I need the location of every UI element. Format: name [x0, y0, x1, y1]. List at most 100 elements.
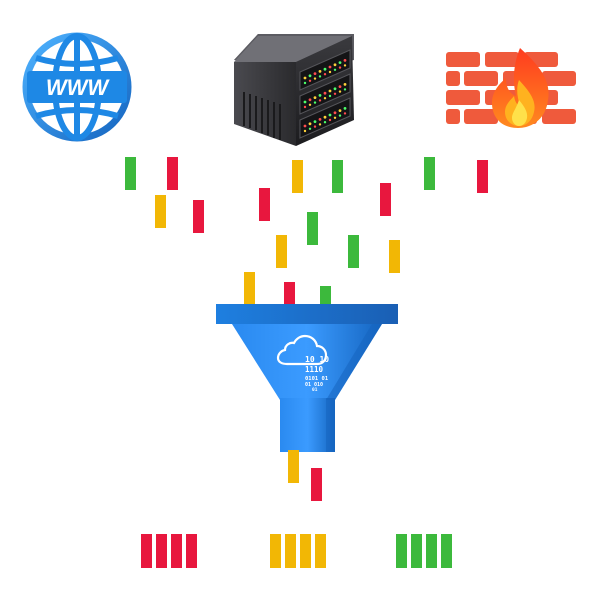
server-led — [323, 73, 327, 76]
server-led — [328, 94, 332, 98]
server-led — [318, 94, 322, 97]
server-led — [318, 75, 322, 78]
globe-www-label: WWW — [46, 75, 111, 100]
data-packet-red — [284, 282, 295, 315]
sorted-packet-green — [411, 534, 422, 568]
server-led — [308, 103, 312, 107]
server-led — [303, 129, 307, 133]
server-led — [328, 65, 332, 69]
server-led — [333, 63, 337, 67]
data-packet-green — [307, 212, 318, 245]
server-led — [338, 85, 342, 88]
server-led — [318, 123, 322, 126]
server-led — [313, 77, 317, 80]
server-led — [313, 96, 317, 99]
data-packet-yellow — [276, 235, 287, 268]
sorted-packet-green — [396, 534, 407, 568]
server-led — [303, 124, 307, 128]
server-led — [323, 67, 327, 71]
server-led — [343, 88, 347, 91]
cloud-icon — [276, 334, 328, 366]
server-led — [303, 100, 307, 104]
server-led — [333, 111, 337, 115]
server-led — [333, 87, 337, 91]
sorted-packet-red — [141, 534, 152, 568]
sorted-packet-yellow — [315, 534, 326, 568]
brick — [446, 90, 480, 105]
server-led — [313, 120, 317, 123]
server-led — [333, 116, 337, 120]
data-packet-red — [477, 160, 488, 193]
data-packet-red — [167, 157, 178, 190]
globe-www-icon: WWW — [22, 32, 132, 142]
server-led — [333, 68, 337, 72]
brick — [485, 52, 519, 67]
server-led — [323, 115, 327, 119]
data-packet-yellow — [244, 272, 255, 305]
server-led — [338, 90, 342, 93]
binary-text-line: 01 010 — [305, 382, 323, 388]
server-led — [318, 99, 322, 102]
server-led — [328, 70, 332, 74]
binary-text-line: 0101 01 — [305, 376, 329, 382]
server-led — [338, 109, 342, 112]
data-packet-red — [259, 188, 270, 221]
server-led — [328, 89, 332, 93]
server-led — [313, 125, 317, 128]
sorted-packet-red — [186, 534, 197, 568]
filtered-data-packets — [288, 450, 322, 501]
brick — [464, 109, 498, 124]
sorted-packet-red — [171, 534, 182, 568]
server-led — [343, 107, 347, 110]
binary-text-line: 10 10 — [305, 355, 329, 364]
data-packet-yellow — [389, 240, 400, 273]
server-led — [338, 61, 342, 64]
server-led — [308, 122, 312, 126]
brick — [446, 52, 480, 67]
brick — [446, 71, 460, 86]
server-led — [313, 101, 317, 104]
data-packet-green — [424, 157, 435, 190]
data-packet-green — [320, 286, 331, 319]
filtered-packet-red — [311, 468, 322, 501]
server-led — [338, 114, 342, 117]
server-led — [303, 105, 307, 109]
sorted-packet-red — [156, 534, 167, 568]
sorted-packet-yellow — [270, 534, 281, 568]
sorted-packet-yellow — [285, 534, 296, 568]
brick — [446, 109, 460, 124]
server-led — [328, 113, 332, 117]
server-led — [323, 97, 327, 100]
brick — [464, 71, 498, 86]
data-packet-yellow — [292, 160, 303, 193]
filtered-packet-yellow — [288, 450, 299, 483]
server-led — [303, 81, 307, 85]
server-led — [318, 70, 322, 73]
data-packet-red — [380, 183, 391, 216]
sorted-data-groups — [141, 534, 452, 568]
server-led — [313, 72, 317, 75]
data-packet-red — [193, 200, 204, 233]
data-packet-yellow — [155, 195, 166, 228]
data-packet-green — [348, 235, 359, 268]
data-packet-green — [332, 160, 343, 193]
server-led — [333, 92, 337, 96]
sorted-packet-yellow — [300, 534, 311, 568]
server-led — [323, 121, 327, 124]
server-led — [328, 118, 332, 122]
server-led — [343, 83, 347, 86]
server-led — [303, 76, 307, 80]
server-led — [318, 118, 322, 121]
sorted-packet-green — [441, 534, 452, 568]
server-led — [343, 112, 347, 115]
server-led — [343, 59, 347, 62]
brick — [542, 109, 576, 124]
server-rack-icon — [234, 34, 354, 146]
server-led — [338, 66, 342, 69]
server-led — [323, 91, 327, 95]
binary-text-line: 01 — [312, 387, 318, 393]
server-led — [308, 74, 312, 78]
firewall-icon — [446, 48, 576, 128]
